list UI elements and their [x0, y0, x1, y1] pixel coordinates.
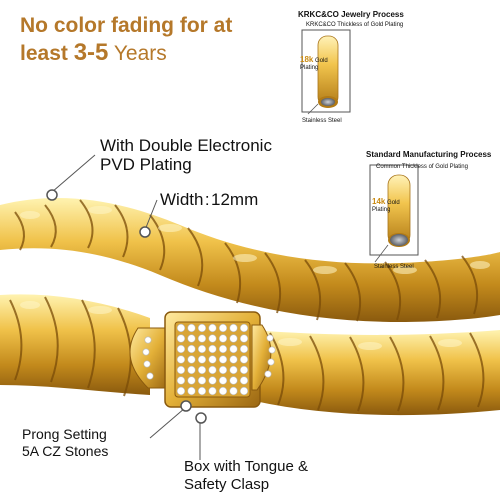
- cz-stone: [208, 355, 217, 364]
- box-clasp-label-line-1: Box with Tongue &: [184, 458, 308, 475]
- cz-stone: [197, 386, 207, 396]
- prong-label-line-2: 5A CZ Stones: [22, 443, 109, 459]
- cz-stone: [176, 386, 186, 396]
- cz-stone: [229, 386, 238, 396]
- cz-stone: [239, 344, 249, 354]
- cz-stone: [229, 365, 238, 375]
- standard-process-subtitle: Common Thickless of Gold Plating: [376, 164, 468, 170]
- cz-stone: [197, 365, 207, 375]
- cz-stone: [143, 360, 151, 368]
- krkc-gold-word: Gold: [315, 58, 328, 64]
- cz-stone: [218, 355, 228, 364]
- cz-stone: [208, 334, 217, 343]
- krkc-gold-label: 18k Gold Plating: [300, 56, 328, 72]
- cz-stone: [187, 355, 196, 364]
- cz-stone: [176, 365, 186, 375]
- cz-stone: [218, 365, 228, 375]
- headline-prefix: least: [20, 42, 74, 65]
- cz-stone: [266, 334, 274, 342]
- krkc-plating-word: Plating: [300, 65, 319, 71]
- krkc-gold-tube: [301, 29, 351, 115]
- cz-stone: [187, 365, 196, 375]
- cz-stone: [229, 355, 238, 364]
- krkc-process-title: KRKC&CO Jewelry Process: [298, 10, 404, 19]
- width-label: Width : 12mm: [160, 190, 259, 209]
- headline-suffix: Years: [108, 42, 167, 65]
- cz-stone: [268, 346, 276, 354]
- cz-stone: [267, 358, 275, 366]
- standard-gold-word: Gold: [387, 200, 400, 206]
- cz-stone: [146, 372, 154, 380]
- cz-stone: [239, 376, 249, 385]
- cz-stone: [239, 334, 249, 343]
- standard-gold-label: 14k Gold Plating: [372, 198, 400, 214]
- plating-label-line-1: With Double Electronic: [100, 136, 272, 155]
- cz-stone: [187, 334, 196, 343]
- cz-stone: [142, 348, 150, 356]
- krkc-gold-karat: 18k: [300, 55, 314, 64]
- cz-stone: [187, 323, 196, 333]
- cz-stone: [239, 386, 249, 396]
- cz-stone: [187, 376, 196, 385]
- cz-stone: [176, 376, 186, 385]
- headline-years: 3-5: [73, 39, 109, 66]
- prong-label: Prong Setting 5A CZ Stones: [22, 426, 108, 460]
- cz-stone: [264, 370, 272, 378]
- cz-stone: [197, 355, 207, 364]
- cz-stone: [239, 355, 249, 364]
- cz-stone: [239, 323, 249, 333]
- cz-stone: [218, 376, 228, 385]
- plating-label-line-2: PVD Plating: [100, 155, 192, 174]
- cz-stone: [208, 344, 217, 354]
- cz-stone: [218, 334, 228, 343]
- cz-stone: [176, 323, 186, 333]
- cz-stone: [187, 386, 196, 396]
- cz-stone: [239, 365, 249, 375]
- standard-gold-karat: 14k: [372, 197, 386, 206]
- cz-stone: [229, 376, 238, 385]
- cz-stone: [187, 344, 196, 354]
- cz-stone: [197, 376, 207, 385]
- headline-line-2: least 3-5 Years: [20, 39, 290, 67]
- cz-stone: [176, 355, 186, 364]
- cz-stone: [208, 323, 217, 333]
- headline: No color fading for at least 3-5 Years: [20, 12, 290, 67]
- standard-plating-word: Plating: [372, 207, 391, 213]
- standard-gold-tube: [369, 164, 419, 263]
- cz-stone: [218, 344, 228, 354]
- cz-stone: [218, 323, 228, 333]
- prong-label-line-1: Prong Setting: [22, 426, 107, 442]
- cz-stone: [197, 323, 207, 333]
- cz-stone: [218, 386, 228, 396]
- cz-stone: [176, 334, 186, 343]
- cz-stone: [197, 344, 207, 354]
- cz-stone: [208, 365, 217, 375]
- krkc-steel-label: Stainless Steel: [302, 118, 342, 124]
- standard-process-title: Standard Manufacturing Process: [366, 150, 492, 159]
- standard-steel-label: Stainless Steel: [374, 264, 414, 270]
- cz-stone: [197, 334, 207, 343]
- box-clasp-label: Box with Tongue & Safety Clasp: [184, 458, 308, 494]
- callout-dots: [46, 189, 207, 424]
- cz-stone: [208, 376, 217, 385]
- callout-lines: [51, 154, 201, 460]
- plating-label: With Double Electronic PVD Plating: [100, 136, 272, 174]
- cz-stone: [144, 336, 152, 344]
- lower-chain: [0, 294, 500, 416]
- cz-stones: [142, 323, 276, 396]
- krkc-process-subtitle: KRKC&CO Thickless of Gold Plating: [306, 22, 404, 28]
- cz-stone: [229, 334, 238, 343]
- box-clasp-label-line-2: Safety Clasp: [184, 476, 270, 493]
- cz-stone: [229, 323, 238, 333]
- cz-stone: [176, 344, 186, 354]
- cz-stone: [229, 344, 238, 354]
- headline-line-1: No color fading for at: [20, 14, 233, 37]
- cz-stone: [208, 386, 217, 396]
- upper-chain: [0, 197, 500, 322]
